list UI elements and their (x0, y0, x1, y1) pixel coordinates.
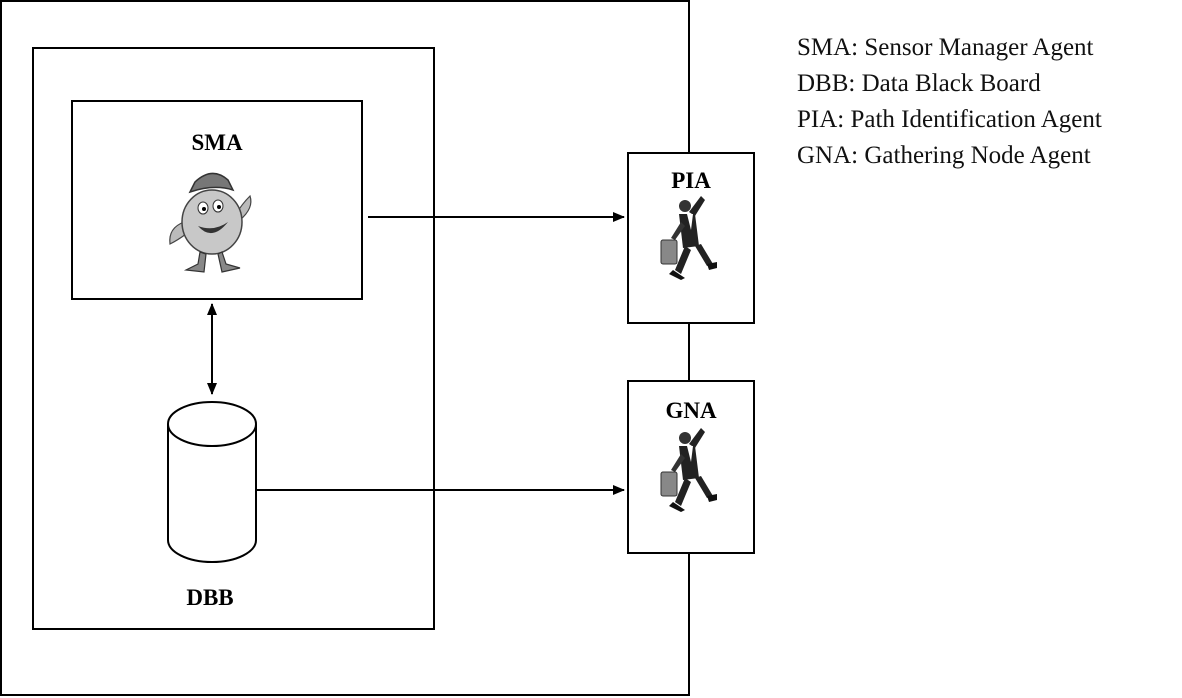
cartoon-agent-character-icon (169, 172, 252, 273)
pia-label: PIA (671, 168, 711, 193)
legend-item-sma: SMA: Sensor Manager Agent (797, 34, 1094, 61)
sma-label: SMA (191, 130, 243, 155)
legend-item-gna: GNA: Gathering Node Agent (797, 142, 1091, 169)
gna-label: GNA (665, 398, 717, 423)
legend-item-pia: PIA: Path Identification Agent (797, 106, 1102, 133)
running-businessman-icon (660, 428, 717, 512)
dbb-label: DBB (186, 585, 234, 610)
database-cylinder-icon (167, 401, 257, 563)
legend-item-dbb: DBB: Data Black Board (797, 70, 1041, 97)
legend: SMA: Sensor Manager Agent DBB: Data Blac… (797, 30, 1102, 174)
running-businessman-icon (660, 196, 717, 280)
